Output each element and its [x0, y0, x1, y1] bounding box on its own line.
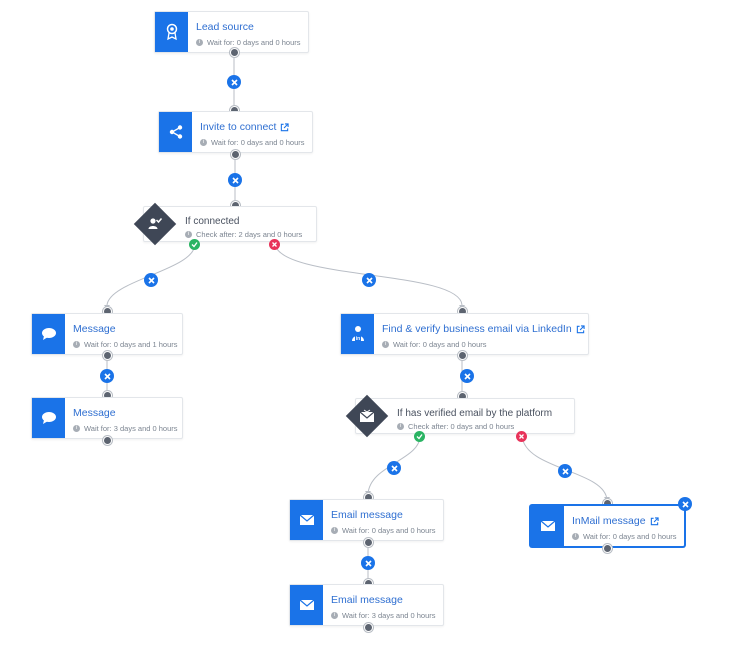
envelope-icon	[290, 585, 323, 625]
no-branch-icon	[516, 431, 527, 442]
remove-connection-button[interactable]	[387, 461, 401, 475]
node-title: Message	[73, 407, 116, 419]
info-icon: i	[397, 423, 404, 430]
remove-connection-button[interactable]	[144, 273, 158, 287]
user-check-icon	[134, 203, 176, 245]
no-branch-icon	[269, 239, 280, 250]
yes-branch-icon	[414, 431, 425, 442]
info-icon: i	[185, 231, 192, 238]
envelope-icon	[531, 506, 564, 546]
node-subtitle: Wait for: 0 days and 0 hours	[393, 340, 487, 349]
node-subtitle: Wait for: 3 days and 0 hours	[84, 424, 178, 433]
remove-connection-button[interactable]	[362, 273, 376, 287]
node-subtitle: Wait for: 0 days and 1 hours	[84, 340, 178, 349]
chat-bubble-icon	[32, 398, 65, 438]
node-title: Email message	[331, 509, 403, 521]
output-port[interactable]	[603, 544, 612, 553]
external-link-icon[interactable]	[576, 325, 585, 334]
external-link-icon[interactable]	[280, 123, 290, 132]
info-icon: i	[196, 39, 203, 46]
output-port[interactable]	[364, 623, 373, 632]
node-subtitle: Wait for: 0 days and 0 hours	[207, 38, 301, 47]
find-verify-email-node[interactable]: in Find & verify business email via Link…	[340, 313, 589, 355]
output-port[interactable]	[103, 436, 112, 445]
info-icon: i	[331, 612, 338, 619]
output-port[interactable]	[364, 538, 373, 547]
envelope-check-icon	[346, 395, 388, 437]
node-title: If has verified email by the platform	[397, 408, 553, 419]
node-title: Invite to connect	[200, 121, 277, 133]
email-message-node[interactable]: Email message i Wait for: 0 days and 0 ho…	[289, 499, 444, 541]
share-icon	[159, 112, 192, 152]
message-node[interactable]: Message i Wait for: 0 days and 1 hours	[31, 313, 183, 355]
lead-source-node[interactable]: Lead source i Wait for: 0 days and 0 hour…	[154, 11, 309, 53]
external-link-icon[interactable]	[650, 517, 659, 526]
node-subtitle: Wait for: 0 days and 0 hours	[342, 526, 436, 535]
output-port[interactable]	[458, 351, 467, 360]
node-subtitle: Wait for: 3 days and 0 hours	[342, 611, 436, 620]
node-subtitle: Wait for: 0 days and 0 hours	[583, 532, 677, 541]
node-title: Email message	[331, 594, 403, 606]
output-port[interactable]	[230, 48, 239, 57]
node-title: Lead source	[196, 21, 254, 33]
remove-connection-button[interactable]	[361, 556, 375, 570]
inmail-message-node[interactable]: InMail message i Wait for: 0 days and 0 h…	[530, 505, 685, 547]
node-title: InMail message	[572, 515, 646, 527]
node-subtitle: Check after: 0 days and 0 hours	[408, 422, 515, 431]
node-subtitle: Wait for: 0 days and 0 hours	[211, 138, 305, 147]
info-icon: i	[73, 341, 80, 348]
info-icon: i	[73, 425, 80, 432]
linkedin-user-icon: in	[341, 314, 374, 354]
yes-branch-icon	[189, 239, 200, 250]
invite-to-connect-node[interactable]: Invite to connect i Wait for: 0 days and …	[158, 111, 313, 153]
chat-bubble-icon	[32, 314, 65, 354]
node-title: Find & verify business email via LinkedI…	[382, 323, 572, 335]
node-title: Message	[73, 323, 116, 335]
remove-connection-button[interactable]	[460, 369, 474, 383]
remove-connection-button[interactable]	[100, 369, 114, 383]
output-port[interactable]	[231, 150, 240, 159]
svg-text:in: in	[355, 336, 359, 342]
message-node[interactable]: Message i Wait for: 3 days and 0 hours	[31, 397, 183, 439]
award-icon	[155, 12, 188, 52]
email-message-node[interactable]: Email message i Wait for: 3 days and 0 ho…	[289, 584, 444, 626]
node-title: If connected	[185, 216, 240, 227]
output-port[interactable]	[103, 351, 112, 360]
remove-connection-button[interactable]	[227, 75, 241, 89]
info-icon: i	[331, 527, 338, 534]
info-icon: i	[382, 341, 389, 348]
delete-node-button[interactable]	[678, 497, 692, 511]
remove-connection-button[interactable]	[228, 173, 242, 187]
envelope-icon	[290, 500, 323, 540]
info-icon: i	[200, 139, 207, 146]
remove-connection-button[interactable]	[558, 464, 572, 478]
info-icon: i	[572, 533, 579, 540]
node-subtitle: Check after: 2 days and 0 hours	[196, 230, 303, 239]
